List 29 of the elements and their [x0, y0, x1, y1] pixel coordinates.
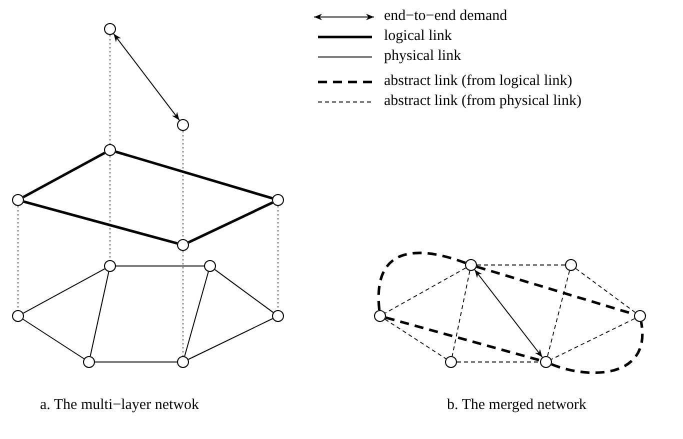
thick-dashed-link-line — [377, 252, 466, 310]
physical-link-line — [184, 271, 209, 357]
legend-text: end−to−end demand — [384, 7, 508, 25]
logical-link-line — [23, 200, 178, 245]
legend-text: abstract link (from logical link) — [384, 72, 572, 90]
thick-dashed-link-line — [551, 322, 644, 374]
legend-text: abstract link (from physical link) — [384, 92, 582, 110]
legend-text: logical link — [384, 27, 452, 45]
caption: b. The merged network — [447, 396, 586, 414]
physical-link-line — [22, 318, 84, 360]
physical-link-line — [214, 269, 274, 313]
physical-link-line — [90, 271, 110, 357]
physical-link-line — [188, 318, 274, 360]
dashed-link-line — [384, 318, 446, 360]
dotted-projection-line — [182, 130, 184, 240]
physical-link-line — [22, 268, 106, 314]
demand-arrow — [113, 33, 180, 121]
dashed-link-line — [575, 268, 636, 313]
logical-link-line — [115, 150, 273, 200]
demand-arrow — [474, 269, 543, 358]
dashed-link-line — [547, 270, 570, 357]
caption: a. The multi−layer netwok — [40, 396, 199, 414]
dashed-link-line — [452, 270, 470, 357]
logical-link-line — [22, 152, 106, 198]
logical-link-line — [188, 201, 274, 244]
dotted-projection-line — [182, 250, 184, 356]
thick-dashed-link-line — [385, 316, 541, 362]
dashed-link-line — [476, 264, 566, 266]
legend-text: physical link — [384, 47, 462, 65]
